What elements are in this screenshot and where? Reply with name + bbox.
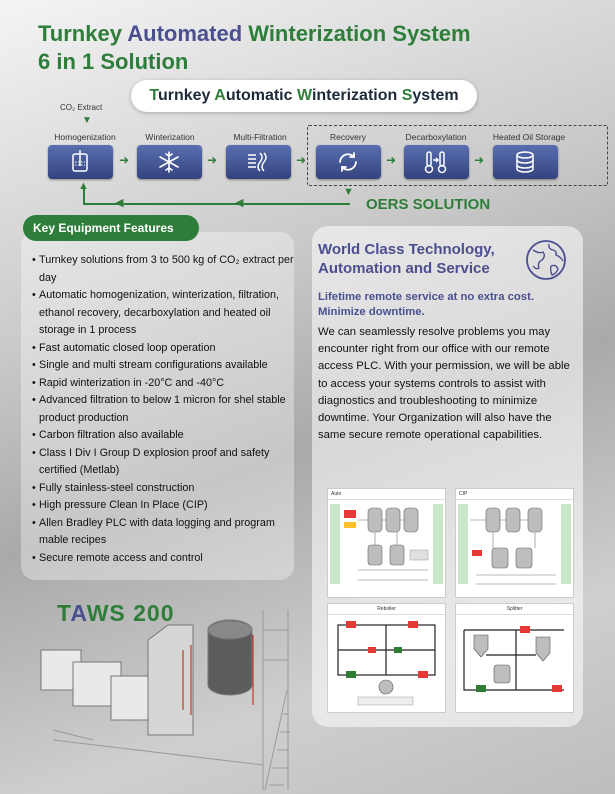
left-arrow-icon: ◀	[235, 197, 244, 209]
co2-extract-label: CO₂ Extract	[60, 103, 103, 112]
step-label-recovery: Recovery	[330, 132, 366, 142]
hmi-screen-cip: CIP	[455, 488, 574, 598]
filter-icon	[248, 152, 267, 172]
arrow-right-icon: ➜	[119, 153, 130, 167]
product-name: TAWS 200	[57, 600, 175, 626]
equipment-illustration	[40, 610, 290, 790]
step-label-heated-oil-storage: Heated Oil Storage	[492, 132, 566, 142]
return-flow-riser	[83, 188, 85, 204]
step-label-decarboxylation: Decarboxylation	[405, 132, 467, 142]
hmi-screen-auto: Auto	[327, 488, 446, 598]
list-item: Single and multi stream configurations a…	[32, 357, 294, 375]
list-item: Allen Bradley PLC with data logging and …	[32, 515, 294, 550]
globe-icon	[526, 240, 566, 280]
arrow-right-icon: ➜	[296, 153, 307, 167]
step-label-multi-filtration: Multi-Filtration	[233, 132, 287, 142]
step-homogenization	[48, 145, 113, 179]
features-list: Turnkey solutions from 3 to 500 kg of CO…	[32, 252, 294, 567]
step-multi-filtration	[226, 145, 291, 179]
page-title: Turnkey Automated Winterization System 6…	[38, 21, 471, 74]
step-recovery	[316, 145, 381, 179]
hmi-screen-reboiler: Reboiler	[327, 603, 446, 713]
down-arrow-icon: ▼	[343, 186, 354, 198]
list-item: High pressure Clean In Place (CIP)	[32, 497, 294, 515]
list-item: Advanced filtration to below 1 micron fo…	[32, 392, 294, 427]
step-label-winterization: Winterization	[145, 132, 195, 142]
up-arrow-icon: ▲	[78, 180, 89, 192]
list-item: Carbon filtration also available	[32, 427, 294, 445]
list-item: Automatic homogenization, winterization,…	[32, 287, 294, 340]
arrow-right-icon: ➜	[207, 153, 218, 167]
down-arrow-icon: ▼	[82, 115, 92, 126]
list-item: Secure remote access and control	[32, 550, 294, 568]
arrow-right-icon: ➜	[386, 153, 397, 167]
step-heated-oil-storage	[493, 145, 558, 179]
hmi-screen-splitter: Splitter	[455, 603, 574, 713]
step-winterization	[137, 145, 202, 179]
storage-tank-icon	[516, 151, 534, 173]
return-flow-line	[83, 203, 350, 205]
list-item: Turnkey solutions from 3 to 500 kg of CO…	[32, 252, 294, 287]
service-body-text: We can seamlessly resolve problems you m…	[318, 326, 570, 442]
service-headline: Lifetime remote service at no extra cost…	[318, 291, 534, 318]
recycle-icon	[339, 152, 357, 172]
list-item: Rapid winterization in -20°C and -40°C	[32, 375, 294, 393]
list-item: Class I Div I Group D explosion proof an…	[32, 445, 294, 480]
service-title: World Class Technology, Automation and S…	[318, 241, 495, 277]
homogenizer-icon	[72, 150, 88, 172]
features-header: Key Equipment Features	[23, 215, 199, 241]
step-label-homogenization: Homogenization	[54, 132, 116, 142]
list-item: Fully stainless-steel construction	[32, 480, 294, 498]
thermometer-icon	[424, 151, 447, 174]
left-arrow-icon: ◀	[115, 197, 124, 209]
list-item: Fast automatic closed loop operation	[32, 340, 294, 358]
oers-group-outline	[307, 125, 608, 186]
step-decarboxylation	[404, 145, 469, 179]
system-subtitle: Turnkey Automatic Winterization System	[131, 80, 477, 112]
oers-solution-label: OERS SOLUTION	[366, 196, 491, 213]
arrow-right-icon: ➜	[474, 153, 485, 167]
snowflake-icon	[159, 151, 179, 173]
